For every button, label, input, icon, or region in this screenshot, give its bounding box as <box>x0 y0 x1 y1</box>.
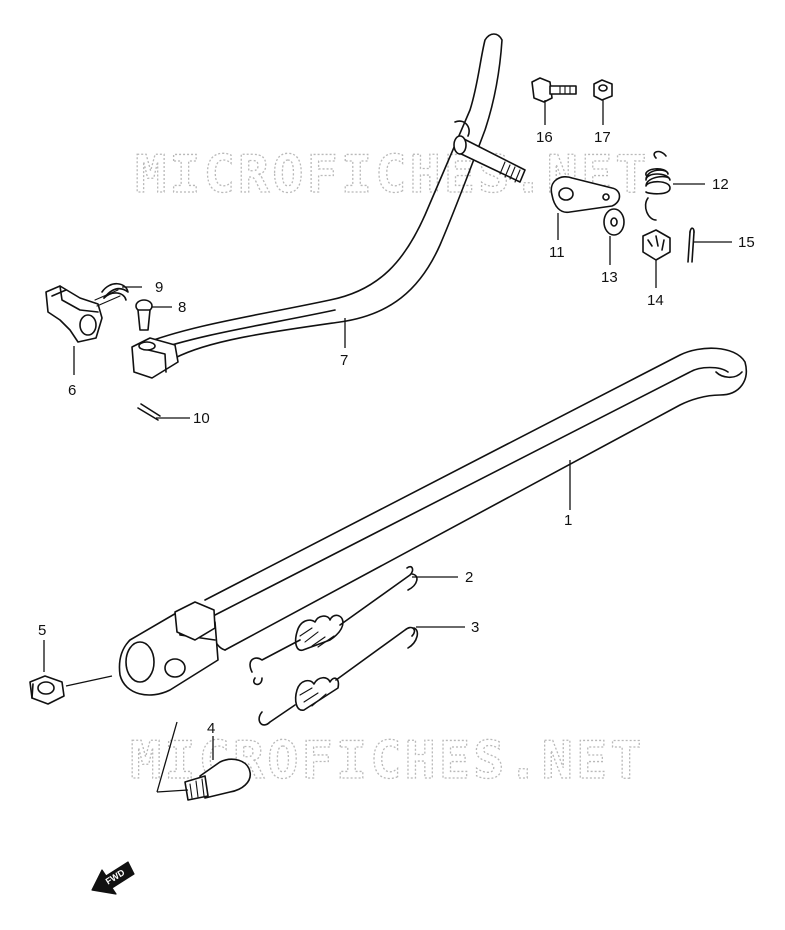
leader-lines <box>43 100 732 793</box>
callout-6: 6 <box>68 382 76 399</box>
callout-8: 8 <box>178 299 186 316</box>
callout-1: 1 <box>564 512 572 529</box>
callout-14: 14 <box>647 292 664 309</box>
callout-9: 9 <box>155 279 163 296</box>
part-9-spring <box>94 282 129 307</box>
part-13-washer <box>603 208 625 236</box>
part-7-lever <box>131 33 503 379</box>
part-16-bolt <box>531 77 577 103</box>
part-6-bracket <box>45 285 103 343</box>
callout-13: 13 <box>601 269 618 286</box>
callout-12: 12 <box>712 176 729 193</box>
part-12-spring <box>644 150 671 221</box>
part-17-nut <box>593 79 613 101</box>
part-3-spring <box>258 626 419 726</box>
part-11-link-plate <box>550 176 621 214</box>
part-10-cotter-pin <box>137 403 161 421</box>
callout-2: 2 <box>465 569 473 586</box>
callout-10: 10 <box>193 410 210 427</box>
callout-7: 7 <box>340 352 348 369</box>
part-15-cotter-pin <box>687 227 695 263</box>
fwd-arrow-icon <box>91 861 135 895</box>
part-5-nut <box>29 675 65 705</box>
part-8-pin <box>135 299 153 331</box>
callout-5: 5 <box>38 622 46 639</box>
callout-labels: 1 2 3 4 5 6 7 8 9 10 11 12 13 14 15 16 1… <box>38 129 755 737</box>
callout-11: 11 <box>549 244 565 261</box>
callout-16: 16 <box>536 129 553 146</box>
part-1-side-stand <box>118 347 747 696</box>
lever-shaft <box>453 135 526 183</box>
part-14-castle-nut <box>642 229 671 261</box>
callout-17: 17 <box>594 129 611 146</box>
fwd-direction-badge: FWD <box>91 861 135 895</box>
part-4-pivot-bolt <box>184 758 252 801</box>
callout-15: 15 <box>738 234 755 251</box>
callout-4: 4 <box>207 720 215 737</box>
callout-3: 3 <box>471 619 479 636</box>
part-2-spring <box>249 565 418 686</box>
